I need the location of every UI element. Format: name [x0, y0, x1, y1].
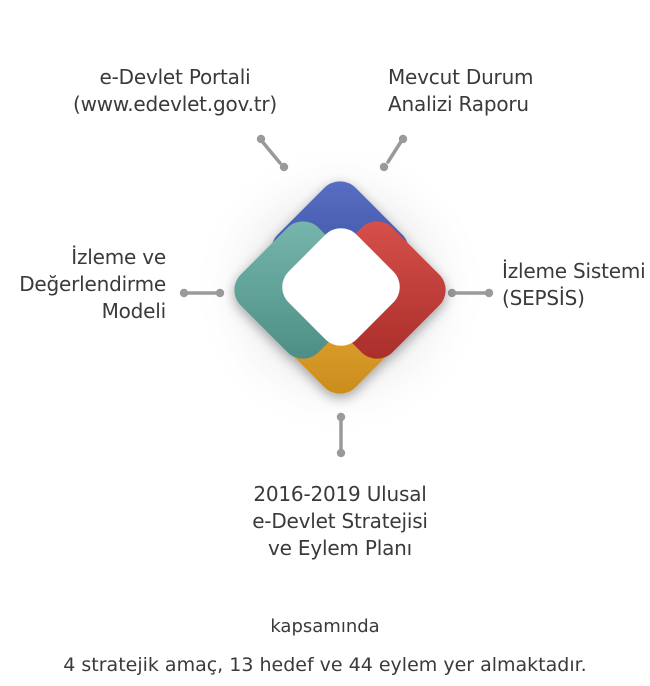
- connector-bottom: [336, 412, 346, 458]
- connector-top-right: [379, 134, 408, 172]
- connector-top-left: [256, 134, 289, 172]
- node-label-line: Modeli: [101, 299, 167, 323]
- node-mevcut-durum: Mevcut Durum Analizi Raporu: [388, 64, 534, 118]
- connector-left: [179, 288, 225, 298]
- node-label-line: e-Devlet Stratejisi: [252, 509, 428, 533]
- node-e-devlet-portali: e-Devlet Portali (www.edevlet.gov.tr): [50, 64, 300, 118]
- node-label-line: 2016-2019 Ulusal: [253, 482, 427, 506]
- node-label-line: Analizi Raporu: [388, 92, 529, 116]
- node-label-line: Mevcut Durum: [388, 65, 534, 89]
- node-strateji-eylem-plani: 2016-2019 Ulusal e-Devlet Stratejisi ve …: [200, 481, 480, 562]
- node-label-line: İzleme ve: [71, 245, 166, 269]
- diamond-center: [282, 228, 400, 346]
- connector-right: [447, 288, 494, 298]
- node-izleme-sistemi: İzleme Sistemi (SEPSİS): [502, 258, 646, 312]
- node-label-line: ve Eylem Planı: [268, 536, 412, 560]
- footer-summary: 4 stratejik amaç, 13 hedef ve 44 eylem y…: [63, 654, 587, 676]
- footer-intro: kapsamında: [270, 616, 380, 637]
- node-label-line: (SEPSİS): [502, 286, 585, 310]
- node-izleme-degerlendirme: İzleme ve Değerlendirme Modeli: [0, 244, 166, 325]
- node-label-line: (www.edevlet.gov.tr): [72, 92, 278, 116]
- node-label-line: e-Devlet Portali: [99, 65, 251, 89]
- node-label-line: İzleme Sistemi: [502, 259, 646, 283]
- node-label-line: Değerlendirme: [19, 272, 166, 296]
